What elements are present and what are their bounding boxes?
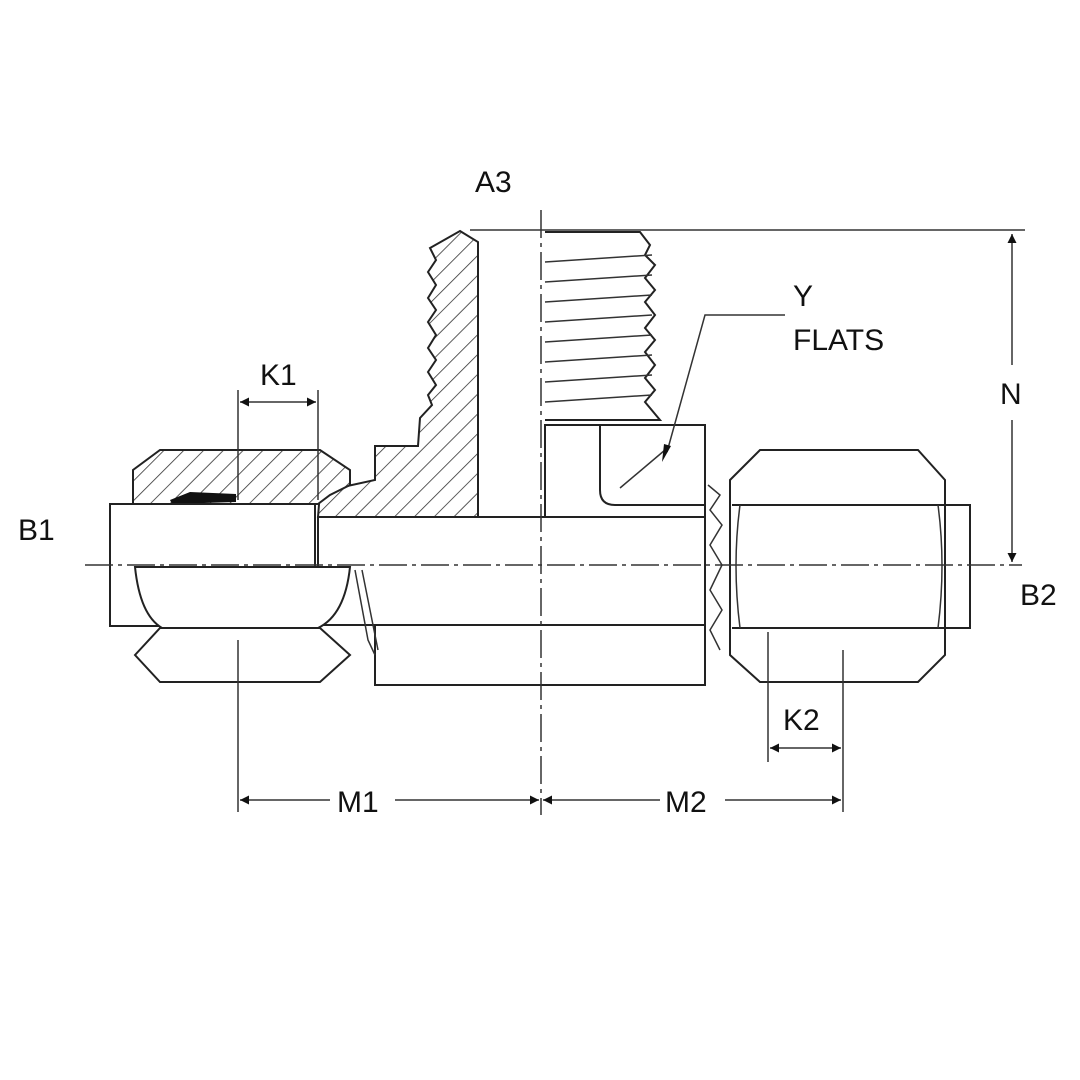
label-k2: K2 — [783, 704, 820, 737]
label-b1: B1 — [18, 514, 55, 547]
dimension-n: N — [1000, 234, 1022, 562]
pipe-thread-right — [544, 231, 663, 421]
dimension-m1: M1 — [240, 786, 539, 819]
dimension-m2: M2 — [543, 786, 841, 819]
label-y: Y — [793, 280, 813, 313]
label-m1: M1 — [337, 786, 379, 819]
label-a3: A3 — [475, 166, 512, 199]
left-nut-section — [132, 449, 351, 505]
leader-y-flats: Y FLATS — [662, 280, 884, 462]
tee-body — [317, 424, 706, 686]
dimension-k2: K2 — [770, 704, 841, 753]
left-nut-hex — [133, 566, 379, 683]
dimension-k1: K1 — [240, 359, 316, 407]
label-m2: M2 — [665, 786, 707, 819]
ferrule — [170, 492, 236, 504]
right-nut — [707, 449, 971, 683]
label-k1: K1 — [260, 359, 297, 392]
label-b2: B2 — [1020, 579, 1057, 612]
label-flats: FLATS — [793, 324, 884, 357]
label-n: N — [1000, 378, 1022, 411]
